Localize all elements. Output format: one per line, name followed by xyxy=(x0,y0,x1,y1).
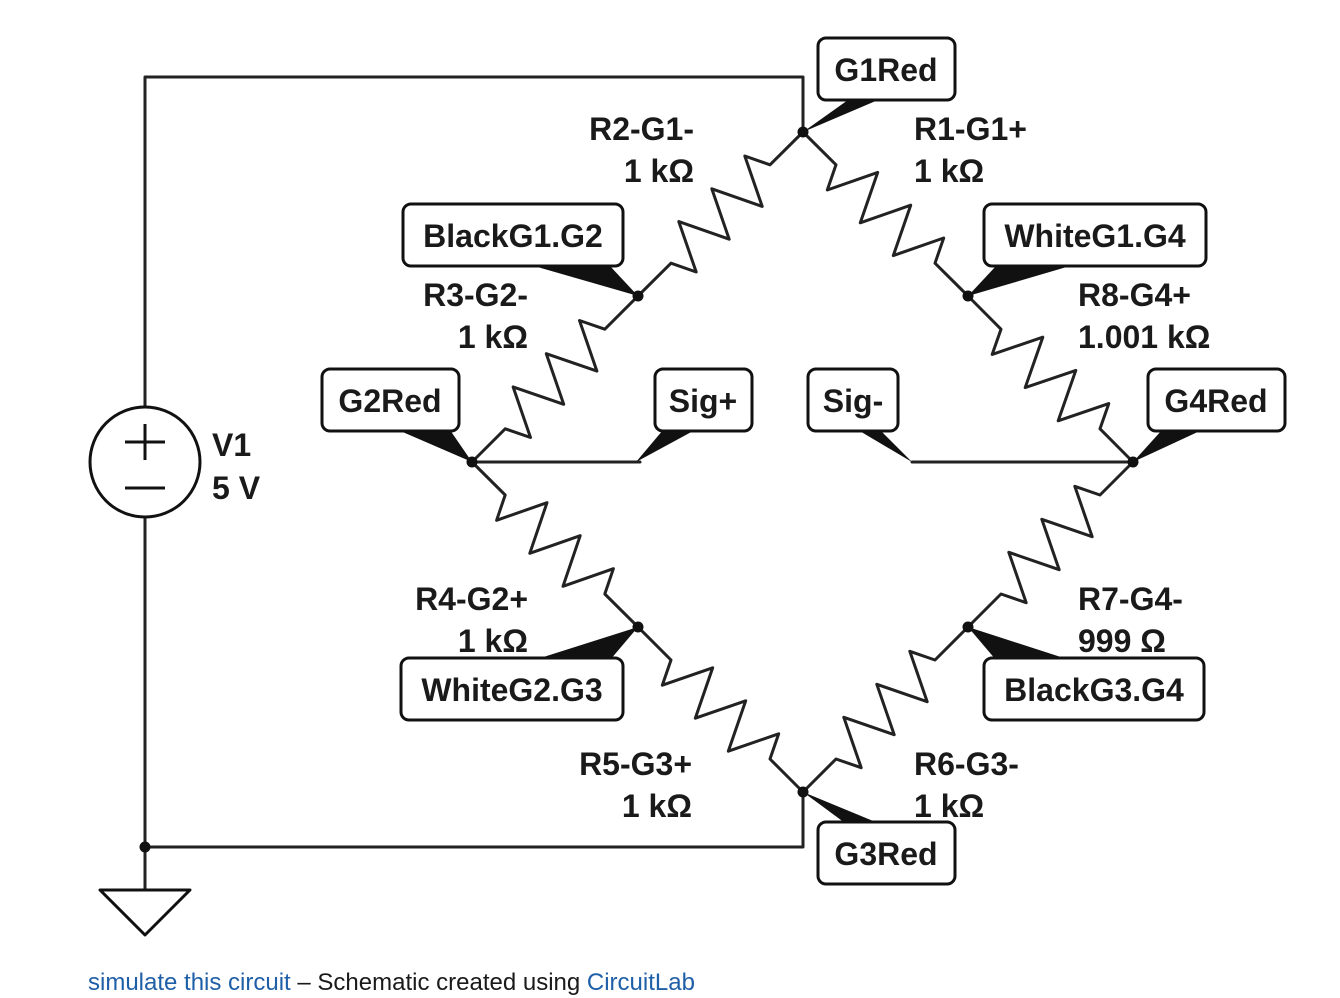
r8-value: 1.001 kΩ xyxy=(1078,319,1210,355)
resistor-r5 xyxy=(636,625,805,794)
resistor-r6 xyxy=(801,625,970,794)
svg-text:WhiteG2.G3: WhiteG2.G3 xyxy=(421,672,602,708)
r8-name: R8-G4+ xyxy=(1078,277,1191,313)
circuit-schematic: G1Red BlackG1.G2 WhiteG1.G4 G2Red Sig+ S… xyxy=(88,36,1287,937)
resistor-r2 xyxy=(636,130,805,298)
junction-blackg3g4 xyxy=(962,621,974,633)
resistor-r3 xyxy=(470,294,640,464)
svg-text:BlackG3.G4: BlackG3.G4 xyxy=(1004,672,1184,708)
v1-label: V1 xyxy=(212,427,251,463)
svg-text:Sig-: Sig- xyxy=(823,383,883,419)
pointer-g1red xyxy=(803,100,878,132)
junction-g2 xyxy=(466,456,478,468)
r3-name: R3-G2- xyxy=(423,277,528,313)
pointer-sig-plus xyxy=(636,430,695,462)
resistor-r8 xyxy=(966,294,1135,464)
r6-name: R6-G3- xyxy=(914,746,1019,782)
v1-value: 5 V xyxy=(212,470,261,506)
resistor-labels: R2-G1- 1 kΩ R1-G1+ 1 kΩ R3-G2- 1 kΩ R8-G… xyxy=(415,111,1210,824)
caption: simulate this circuit – Schematic create… xyxy=(88,968,695,998)
pointer-g2red xyxy=(398,430,472,462)
junction-whiteg1g4 xyxy=(962,290,974,302)
net-label-whiteg2g3: WhiteG2.G3 xyxy=(399,656,625,722)
simulate-circuit-link[interactable]: simulate this circuit xyxy=(88,969,291,996)
net-label-whiteg1g4: WhiteG1.G4 xyxy=(982,202,1208,268)
net-labels: G1Red BlackG1.G2 WhiteG1.G4 G2Red Sig+ S… xyxy=(320,36,1287,886)
junctions xyxy=(139,126,1139,853)
net-label-sig-plus: Sig+ xyxy=(653,367,754,433)
pointer-blackg3g4 xyxy=(968,627,1070,660)
pointer-g3red xyxy=(803,792,878,823)
junction-g3 xyxy=(797,786,809,798)
resistor-r7 xyxy=(966,460,1135,629)
junction-whiteg2g3 xyxy=(632,621,644,633)
net-label-g3red: G3Red xyxy=(816,820,957,886)
svg-text:G3Red: G3Red xyxy=(834,836,937,872)
svg-text:G4Red: G4Red xyxy=(1164,383,1267,419)
junction-ground xyxy=(139,841,151,853)
r5-name: R5-G3+ xyxy=(579,746,692,782)
net-label-g4red: G4Red xyxy=(1146,367,1287,433)
caption-text: – Schematic created using xyxy=(290,969,587,996)
net-label-blackg3g4: BlackG3.G4 xyxy=(982,656,1206,722)
r6-value: 1 kΩ xyxy=(914,788,984,824)
resistors xyxy=(470,130,1135,794)
pointer-sig-minus xyxy=(858,430,912,462)
r1-value: 1 kΩ xyxy=(914,153,984,189)
r3-value: 1 kΩ xyxy=(458,319,528,355)
r2-name: R2-G1- xyxy=(589,111,694,147)
r4-value: 1 kΩ xyxy=(458,623,528,659)
svg-text:G2Red: G2Red xyxy=(338,383,441,419)
svg-text:Sig+: Sig+ xyxy=(669,383,737,419)
circuitlab-link[interactable]: CircuitLab xyxy=(586,969,695,996)
r5-value: 1 kΩ xyxy=(622,788,692,824)
r2-value: 1 kΩ xyxy=(624,153,694,189)
junction-blackg1g2 xyxy=(632,290,644,302)
svg-text:G1Red: G1Red xyxy=(834,52,937,88)
wires xyxy=(143,75,1135,892)
resistor-r1 xyxy=(801,130,970,298)
r4-name: R4-G2+ xyxy=(415,581,528,617)
pointer-whiteg1g4 xyxy=(968,266,1070,296)
r1-name: R1-G1+ xyxy=(914,111,1027,147)
ground-icon xyxy=(98,888,192,937)
pointer-g4red xyxy=(1133,430,1202,462)
wire-bottom xyxy=(143,513,805,849)
label-pointers xyxy=(398,100,1202,823)
pointer-whiteg2g3 xyxy=(534,627,638,660)
net-label-blackg1g2: BlackG1.G2 xyxy=(401,202,625,268)
junction-g1 xyxy=(797,126,809,138)
net-label-g1red: G1Red xyxy=(816,36,957,102)
voltage-source-v1: V1 5 V xyxy=(88,405,261,519)
r7-name: R7-G4- xyxy=(1078,581,1183,617)
svg-text:BlackG1.G2: BlackG1.G2 xyxy=(423,218,603,254)
resistor-r4 xyxy=(470,460,640,629)
net-label-g2red: G2Red xyxy=(320,367,461,433)
net-label-sig-minus: Sig- xyxy=(806,367,900,433)
r7-value: 999 Ω xyxy=(1078,623,1166,659)
svg-text:WhiteG1.G4: WhiteG1.G4 xyxy=(1004,218,1186,254)
wire-top xyxy=(143,75,805,422)
junction-g4 xyxy=(1127,456,1139,468)
pointer-blackg1g2 xyxy=(534,266,638,296)
